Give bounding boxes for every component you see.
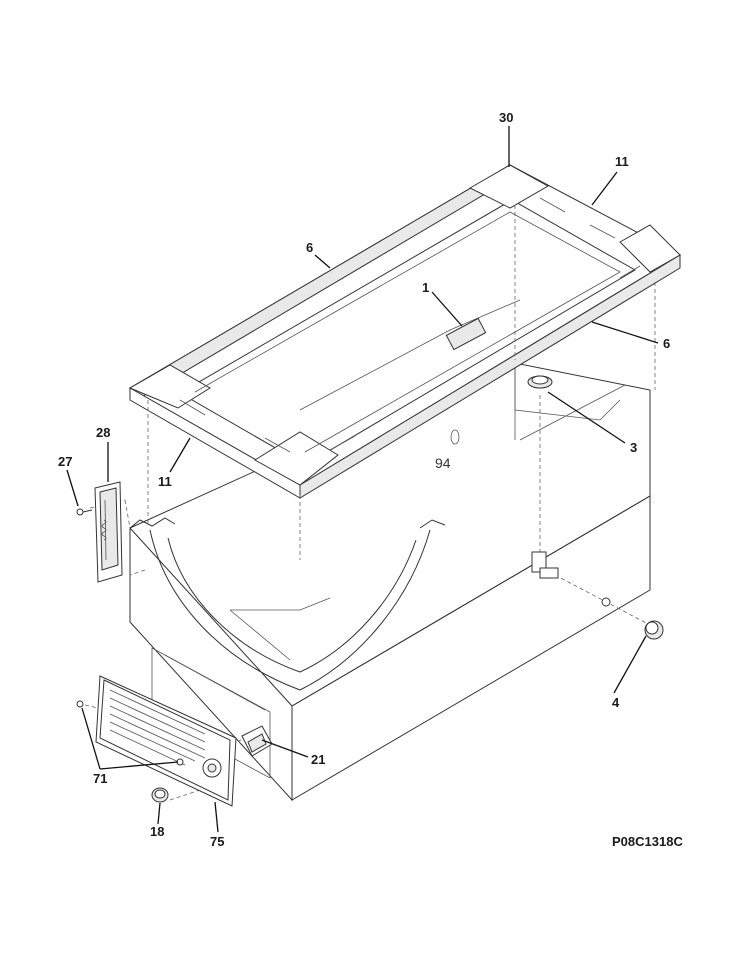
- leader-lines: [66, 126, 659, 833]
- callout-75: 75: [210, 834, 224, 849]
- hole-marker: [450, 429, 460, 445]
- callout-labels: 30 11 6 1 6 3 94 28 27 11 4 21 71 18 75 …: [58, 110, 683, 849]
- callout-18: 18: [150, 824, 164, 839]
- drain-cap-part: [527, 375, 553, 389]
- drawing-code: P08C1318C: [612, 834, 683, 849]
- front-grille-part: [95, 675, 237, 807]
- callout-27: 27: [58, 454, 72, 469]
- callout-94: 94: [435, 455, 451, 471]
- callout-6-left: 6: [306, 240, 313, 255]
- knob-part: [151, 787, 169, 803]
- callout-4: 4: [612, 695, 620, 710]
- screw-part: [76, 508, 93, 516]
- hinge-part: [94, 481, 123, 583]
- callout-21: 21: [311, 752, 325, 767]
- callout-1: 1: [422, 280, 429, 295]
- callout-28: 28: [96, 425, 110, 440]
- drain-plug-part: [644, 620, 664, 640]
- callout-30: 30: [499, 110, 513, 125]
- grille-screws-part: [76, 700, 184, 766]
- callout-71: 71: [93, 771, 107, 786]
- callout-11-bottom: 11: [158, 474, 172, 489]
- callout-6-right: 6: [663, 336, 670, 351]
- callout-11-top: 11: [615, 154, 629, 169]
- drain-fitting-part: [531, 551, 611, 607]
- lid-gasket-frame: [128, 164, 682, 499]
- callout-3: 3: [630, 440, 637, 455]
